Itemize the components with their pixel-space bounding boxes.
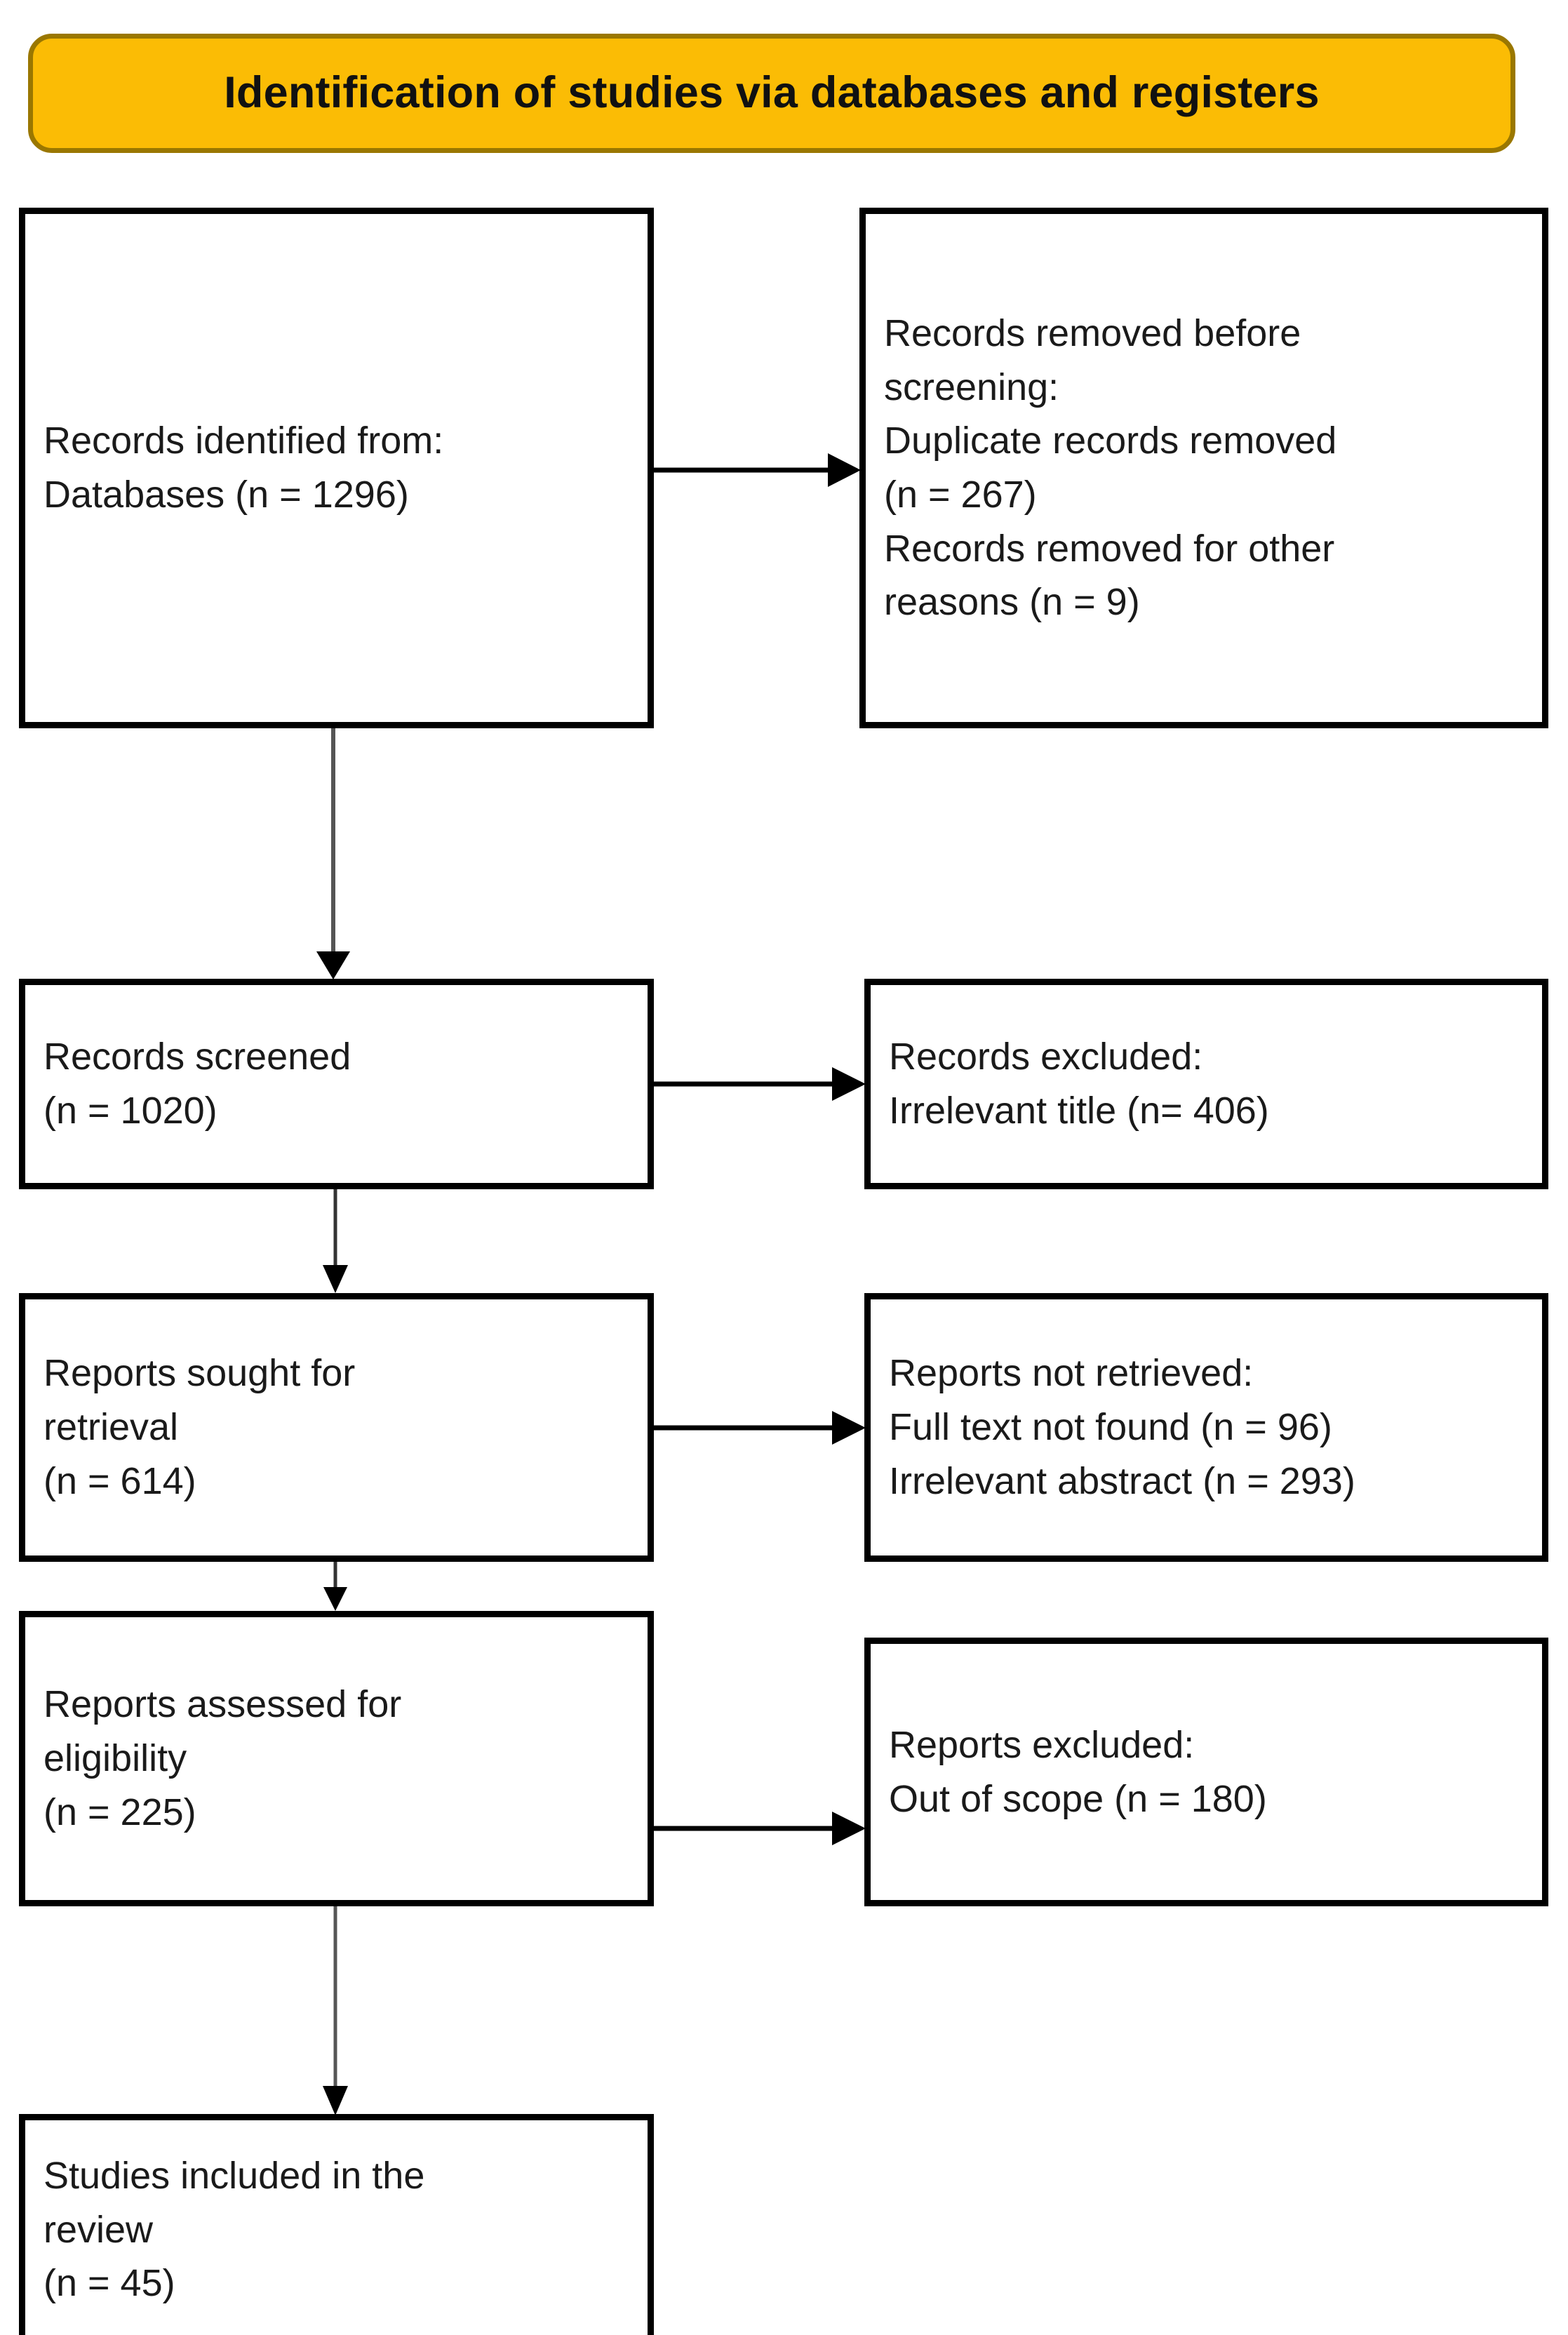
connector-assessed-to-excluded <box>654 1807 866 1849</box>
connector-screened-to-excluded <box>654 1063 866 1105</box>
connector-sought-to-assessed <box>314 1562 356 1612</box>
connector-assessed-to-included <box>314 1906 356 2117</box>
connector-identified-to-removed <box>654 449 862 491</box>
connector-screened-to-sought <box>314 1189 356 1294</box>
box-records-identified: Records identified from: Databases (n = … <box>19 208 654 728</box>
box-records-screened: Records screened (n = 1020) <box>19 979 654 1189</box>
box-reports-assessed-for-eligibility-text: Reports assessed for eligibility (n = 22… <box>43 1683 402 1833</box>
box-reports-assessed-for-eligibility: Reports assessed for eligibility (n = 22… <box>19 1611 654 1906</box>
diagram-header-title: Identification of studies via databases … <box>224 68 1320 118</box>
box-reports-sought-for-retrieval-text: Reports sought for retrieval (n = 614) <box>43 1352 356 1502</box>
box-reports-excluded: Reports excluded: Out of scope (n = 180) <box>864 1638 1548 1906</box>
box-reports-sought-for-retrieval: Reports sought for retrieval (n = 614) <box>19 1293 654 1562</box>
diagram-header-banner: Identification of studies via databases … <box>28 34 1515 153</box>
box-records-removed-before-screening-text: Records removed before screening: Duplic… <box>884 312 1337 624</box>
box-reports-excluded-text: Reports excluded: Out of scope (n = 180) <box>889 1723 1267 1820</box>
box-records-screened-text: Records screened (n = 1020) <box>43 1036 351 1132</box>
box-records-removed-before-screening: Records removed before screening: Duplic… <box>859 208 1548 728</box>
box-records-identified-text: Records identified from: Databases (n = … <box>43 420 444 516</box>
box-studies-included: Studies included in the review (n = 45) <box>19 2114 654 2335</box>
connector-identified-to-screened <box>309 728 358 981</box>
box-records-excluded-text: Records excluded: Irrelevant title (n= 4… <box>889 1036 1269 1132</box>
box-records-excluded: Records excluded: Irrelevant title (n= 4… <box>864 979 1548 1189</box>
box-reports-not-retrieved-text: Reports not retrieved: Full text not fou… <box>889 1352 1355 1502</box>
connector-sought-to-not-retrieved <box>654 1407 866 1449</box>
box-reports-not-retrieved: Reports not retrieved: Full text not fou… <box>864 1293 1548 1562</box>
box-studies-included-text: Studies included in the review (n = 45) <box>43 2154 425 2305</box>
